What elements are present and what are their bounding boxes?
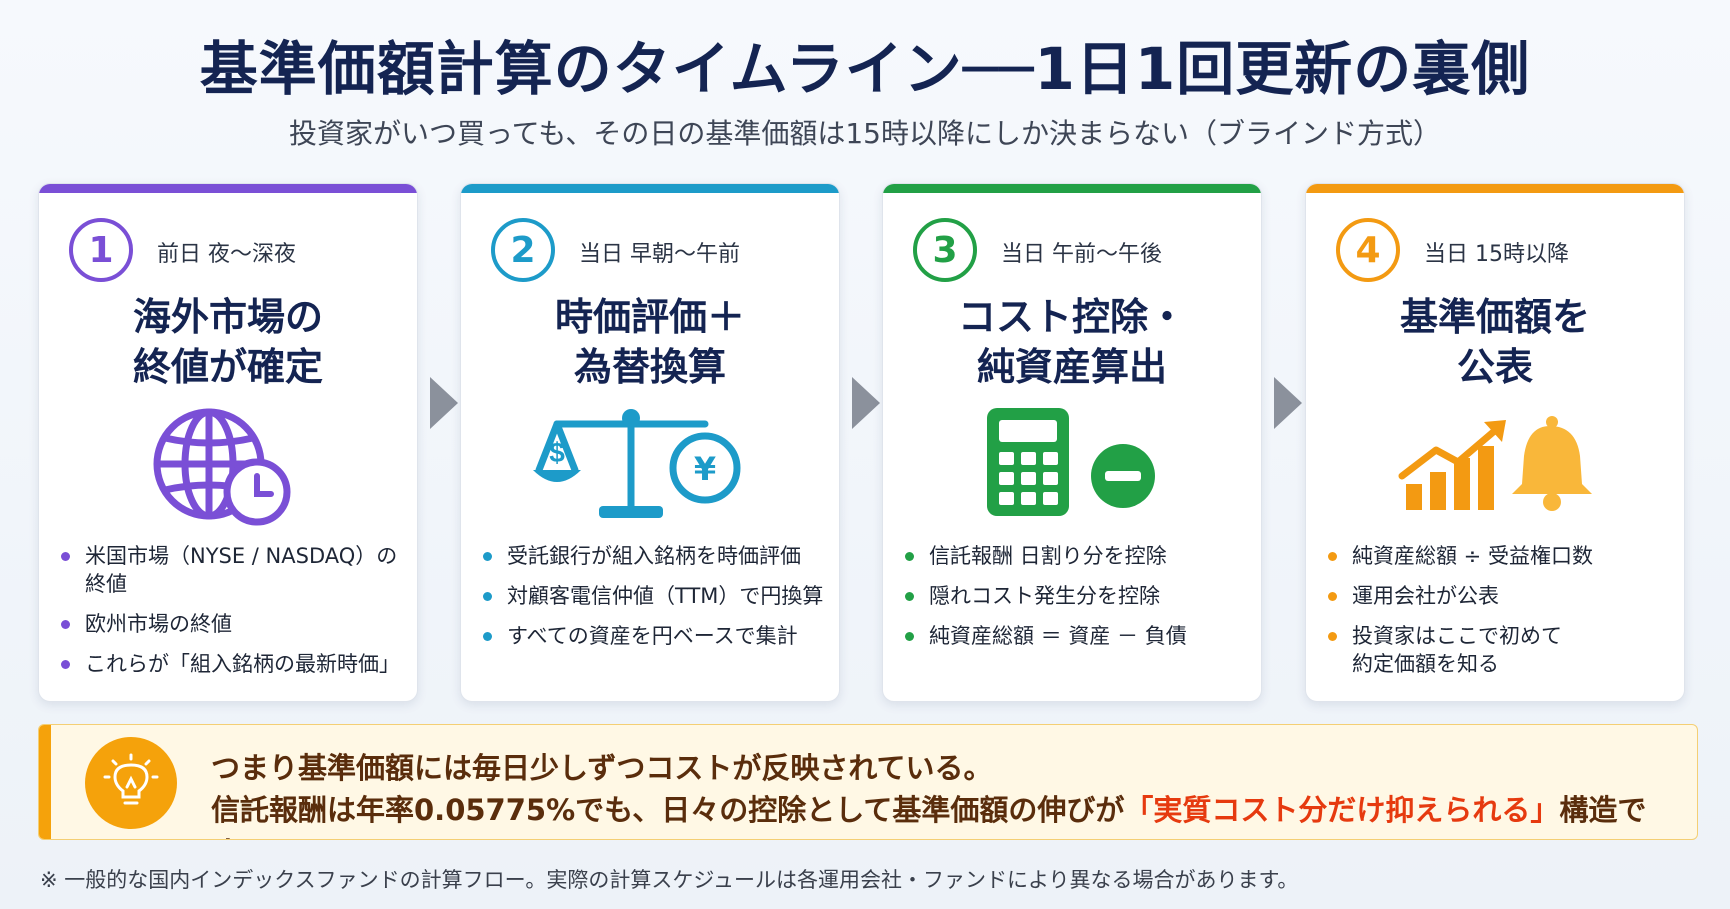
step-1-bullets: 米国市場（NYSE / NASDAQ）の終値 欧州市場の終値 これらが「組入銘柄… (61, 542, 411, 690)
step-1-heading-line1: 海外市場の (132, 295, 323, 339)
step-2-time: 当日 早朝〜午前 (579, 242, 740, 267)
step-card-4: 4 当日 15時以降 基準価額を 公表 純資産総額 ÷ 受益権口数 運用会社が公… (1305, 183, 1685, 702)
bar-chart-bell-icon (1306, 406, 1684, 526)
flow-arrow-3 (1274, 377, 1302, 429)
step-3-time: 当日 午前〜午後 (1001, 242, 1162, 267)
step-1-heading-line2: 終値が確定 (132, 345, 323, 389)
step-3-topbar (883, 184, 1261, 193)
flow-arrow-2 (852, 377, 880, 429)
summary-line-1: つまり基準価額には毎日少しずつコストが反映されている。 (211, 751, 993, 785)
list-item: すべての資産を円ベースで集計 (483, 622, 833, 650)
step-card-1: 1 前日 夜〜深夜 海外市場の 終値が確定 米国市場（NYSE / NASDAQ… (38, 183, 418, 702)
step-4-time: 当日 15時以降 (1424, 242, 1569, 267)
page-title: 基準価額計算のタイムライン──1日1回更新の裏側 (199, 35, 1531, 103)
step-4-topbar (1306, 184, 1684, 193)
step-4-heading-line2: 公表 (1456, 345, 1533, 389)
svg-text:$: $ (549, 437, 565, 468)
step-2-heading-line2: 為替換算 (573, 345, 726, 389)
step-1-heading: 海外市場の 終値が確定 (39, 292, 417, 392)
list-item: これらが「組入銘柄の最新時価」 (61, 650, 411, 678)
calculator-icon (883, 406, 1261, 526)
step-2-topbar (461, 184, 839, 193)
step-card-2: 2 当日 早朝〜午前 時価評価＋ 為替換算 $ ¥ 受託銀行が組入銘柄を時価評価… (460, 183, 840, 702)
page-subtitle: 投資家がいつ買っても、その日の基準価額は15時以降にしか決まらない（ブラインド方… (289, 117, 1441, 150)
list-item: 信託報酬 日割り分を控除 (905, 542, 1255, 570)
footnote: ※ 一般的な国内インデックスファンドの計算フロー。実際の計算スケジュールは各運用… (40, 868, 1299, 892)
list-item: 欧州市場の終値 (61, 610, 411, 638)
step-4-number: 4 (1336, 218, 1400, 282)
list-item: 隠れコスト発生分を控除 (905, 582, 1255, 610)
step-3-number: 3 (913, 218, 977, 282)
step-3-heading-line2: 純資産算出 (976, 345, 1167, 389)
lightbulb-icon (85, 737, 177, 829)
step-1-topbar (39, 184, 417, 193)
step-3-bullets: 信託報酬 日割り分を控除 隠れコスト発生分を控除 純資産総額 ＝ 資産 － 負債 (905, 542, 1255, 662)
list-item: 運用会社が公表 (1328, 582, 1678, 610)
balance-scale-icon: $ ¥ (461, 406, 839, 526)
list-item: 受託銀行が組入銘柄を時価評価 (483, 542, 833, 570)
summary-line-2: 信託報酬は年率0.05775%でも、日々の控除として基準価額の伸びが「実質コスト… (211, 787, 1697, 839)
list-item: 投資家はここで初めて 約定価額を知る (1328, 622, 1678, 678)
flow-arrow-1 (430, 377, 458, 429)
step-4-bullets: 純資産総額 ÷ 受益権口数 運用会社が公表 投資家はここで初めて 約定価額を知る (1328, 542, 1678, 690)
step-3-heading: コスト控除・ 純資産算出 (883, 292, 1261, 392)
list-item: 純資産総額 ＝ 資産 － 負債 (905, 622, 1255, 650)
step-card-3: 3 当日 午前〜午後 コスト控除・ 純資産算出 信託報酬 日割り分を控除 隠れコ… (882, 183, 1262, 702)
list-item: 対顧客電信仲値（TTM）で円換算 (483, 582, 833, 610)
summary-highlight: 「実質コスト分だけ抑えられる」 (1124, 793, 1560, 827)
step-2-heading-line1: 時価評価＋ (554, 295, 745, 339)
step-2-heading: 時価評価＋ 為替換算 (461, 292, 839, 392)
summary-line-2-before: 信託報酬は年率0.05775%でも、日々の控除として基準価額の伸びが (211, 793, 1125, 827)
step-2-number: 2 (491, 218, 555, 282)
step-1-number: 1 (69, 218, 133, 282)
summary-callout: つまり基準価額には毎日少しずつコストが反映されている。 信託報酬は年率0.057… (38, 724, 1698, 840)
list-item: 米国市場（NYSE / NASDAQ）の終値 (61, 542, 411, 598)
globe-clock-icon (39, 406, 417, 526)
step-1-time: 前日 夜〜深夜 (157, 242, 296, 267)
summary-accent-bar (39, 725, 51, 839)
step-3-heading-line1: コスト控除・ (957, 295, 1186, 339)
list-item: 純資産総額 ÷ 受益権口数 (1328, 542, 1678, 570)
step-4-heading: 基準価額を 公表 (1306, 292, 1684, 392)
svg-text:¥: ¥ (694, 450, 716, 488)
step-2-bullets: 受託銀行が組入銘柄を時価評価 対顧客電信仲値（TTM）で円換算 すべての資産を円… (483, 542, 833, 662)
summary-line-2-after: 構造です。 (211, 793, 1647, 839)
step-4-heading-line1: 基準価額を (1399, 295, 1590, 339)
